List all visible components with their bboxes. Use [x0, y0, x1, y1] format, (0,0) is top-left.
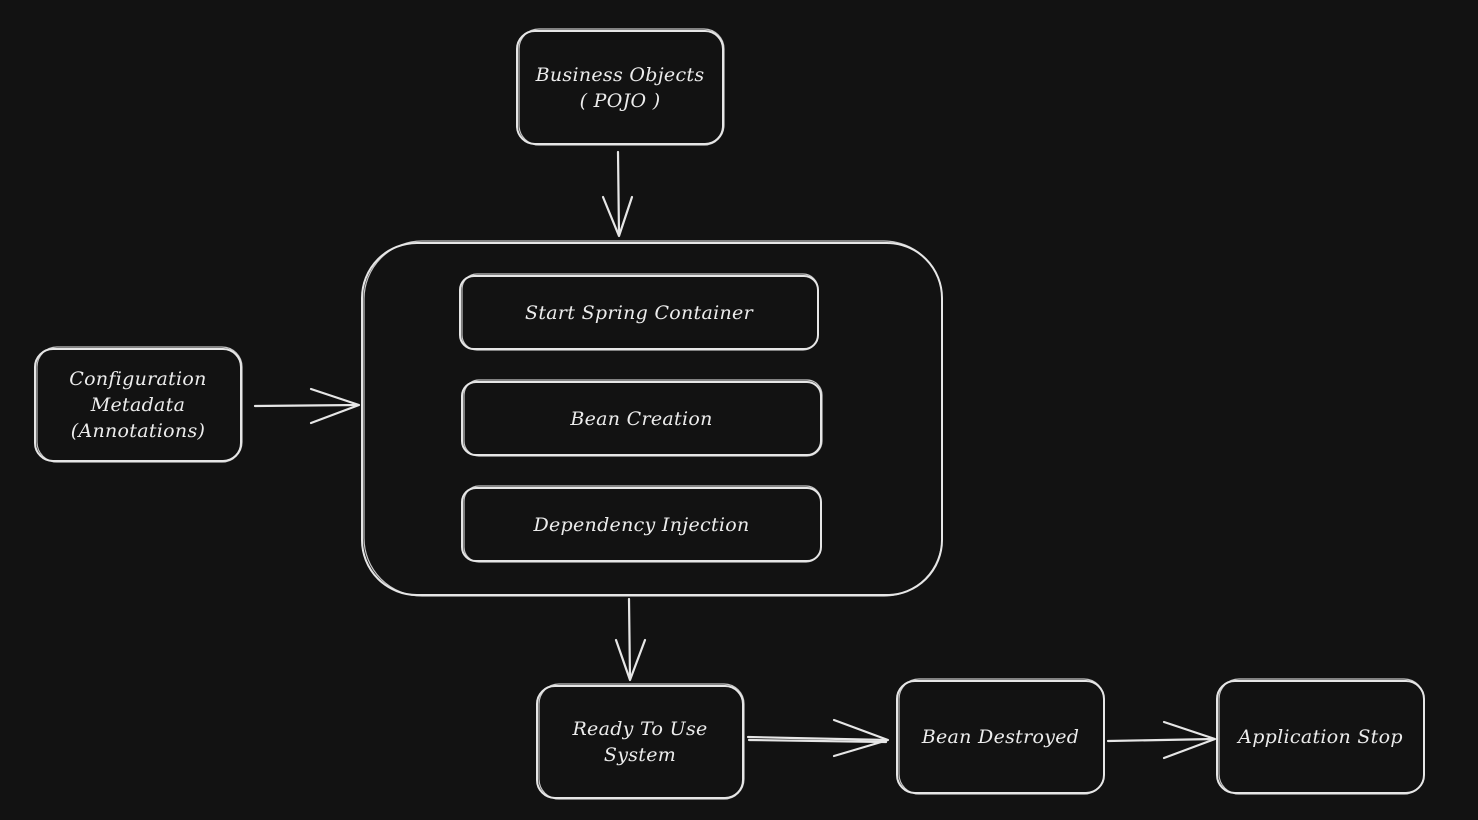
bean-destroyed-box — [896, 678, 1105, 795]
arrow-ready-to-destroyed — [746, 718, 890, 758]
start-container-label: Start Spring Container — [525, 301, 753, 324]
spring-container-box — [361, 240, 943, 597]
config-metadata-label: Configuration Metadata (Annotations) — [69, 368, 207, 442]
bean-destroyed-label: Bean Destroyed — [921, 726, 1080, 748]
business-objects-label: Business Objects ( POJO ) — [535, 63, 705, 112]
arrow-destroyed-to-stop — [1106, 720, 1217, 760]
arrow-business-to-container — [601, 150, 634, 238]
ready-to-use-box — [536, 683, 745, 800]
start-container-box — [459, 273, 819, 351]
dependency-injection-box — [461, 485, 822, 563]
application-stop-label: Application Stop — [1238, 726, 1403, 748]
arrow-container-to-ready — [614, 597, 647, 682]
arrow-config-to-container — [253, 387, 361, 425]
dependency-injection-label: Dependency Injection — [533, 513, 750, 536]
application-stop-box — [1216, 678, 1425, 795]
config-metadata-box — [34, 346, 243, 463]
bean-creation-box — [461, 379, 823, 457]
ready-to-use-label: Ready To Use System — [572, 718, 708, 766]
business-objects-box — [516, 28, 725, 146]
bean-creation-label: Bean Creation — [570, 407, 713, 430]
